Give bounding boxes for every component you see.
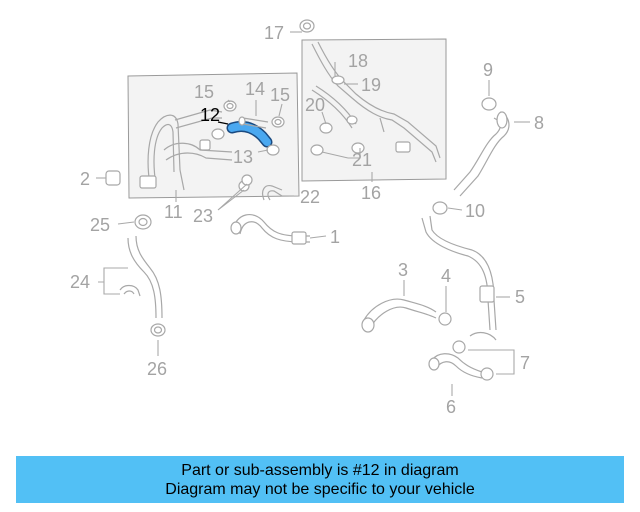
label-8: 8	[534, 113, 544, 133]
part-12-hose	[226, 120, 273, 148]
label-9: 9	[483, 60, 493, 80]
label-26: 26	[147, 359, 167, 379]
label-12: 12	[200, 105, 220, 125]
label-15b: 15	[270, 85, 290, 105]
label-7: 7	[520, 353, 530, 373]
label-3: 3	[398, 260, 408, 280]
label-13: 13	[233, 147, 253, 167]
part-8-hose	[453, 111, 510, 197]
part-15-clamp-b	[271, 116, 285, 128]
part-10-clamp	[432, 201, 448, 215]
label-11: 11	[164, 202, 183, 222]
caption-line-2: Diagram may not be specific to your vehi…	[165, 481, 475, 498]
part-number-labels: 17 18 19 20 21 16 15 14 15 12 13 2 11 23…	[70, 23, 544, 417]
part-3-hose	[361, 298, 437, 333]
label-6: 6	[446, 397, 456, 417]
label-16: 16	[361, 183, 381, 203]
part-26-clamp	[150, 323, 166, 337]
label-25: 25	[90, 215, 110, 235]
caption-line-1: Part or sub-assembly is #12 in diagram	[181, 462, 459, 479]
part-25-cap	[134, 214, 152, 230]
leader-lines	[96, 31, 530, 396]
label-20: 20	[305, 95, 325, 115]
label-24: 24	[70, 272, 90, 292]
label-19: 19	[361, 75, 381, 95]
part-7-clamps	[452, 340, 494, 381]
part-15-clamp-a	[223, 100, 237, 112]
pipe-assembly-11	[139, 109, 233, 191]
pipe-assembly-16	[310, 41, 441, 163]
label-2: 2	[80, 169, 90, 189]
part-4-clamp	[438, 312, 452, 326]
label-1: 1	[330, 227, 340, 247]
part-2-clamp	[105, 170, 121, 186]
part-13-clamp	[211, 128, 280, 156]
part-24-pipe	[119, 235, 163, 319]
part-14-hose	[238, 116, 269, 129]
label-14: 14	[245, 79, 265, 99]
label-15a: 15	[194, 82, 214, 102]
part-6-hose	[428, 353, 483, 379]
label-5: 5	[515, 287, 525, 307]
part-1-hose	[230, 214, 310, 245]
label-10: 10	[465, 201, 485, 221]
part-17-cap	[299, 19, 315, 33]
label-18: 18	[348, 51, 368, 71]
part-22-hose	[261, 185, 283, 201]
label-4: 4	[441, 266, 451, 286]
label-17: 17	[264, 23, 284, 43]
label-21: 21	[352, 150, 372, 170]
label-23: 23	[193, 206, 213, 226]
part-9-clamp	[481, 97, 497, 111]
caption-banner: Part or sub-assembly is #12 in diagram D…	[16, 456, 624, 503]
part-5-pipe	[421, 215, 497, 341]
label-22: 22	[300, 187, 320, 207]
